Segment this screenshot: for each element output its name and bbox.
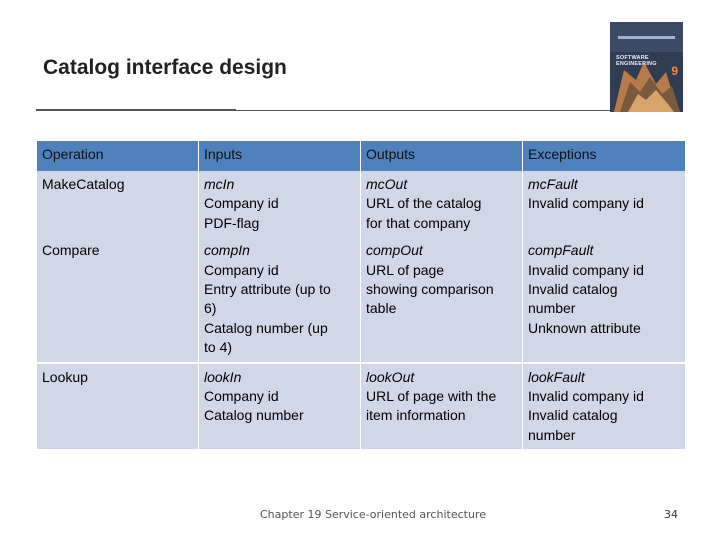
- exceptions-message-name: compFault: [528, 242, 594, 259]
- table-row-makecatalog: MakeCatalog mcIn Company id PDF-flag mcO…: [36, 171, 686, 238]
- exceptions-cell: compFault Invalid company id Invalid cat…: [522, 237, 686, 363]
- exceptions-cell: mcFault Invalid company id: [522, 171, 686, 238]
- exceptions-message-name: lookFault: [528, 368, 585, 385]
- table-header-row: Operation Inputs Outputs Exceptions: [36, 141, 686, 171]
- outputs-message-name: mcOut: [366, 176, 408, 192]
- outputs-line: showing comparison: [366, 281, 494, 298]
- title-underline-dark: [36, 109, 236, 111]
- inputs-line: 6): [204, 300, 217, 317]
- outputs-line: URL of page with the: [366, 388, 497, 405]
- exceptions-message-name: mcFault: [528, 176, 578, 192]
- exceptions-line: number: [528, 426, 576, 443]
- inputs-line: PDF-flag: [204, 214, 260, 231]
- inputs-line: Catalog number: [204, 407, 304, 424]
- outputs-message-name: compOut: [366, 242, 423, 259]
- header-inputs: Inputs: [198, 141, 361, 171]
- operation-name: Lookup: [42, 368, 88, 385]
- header-operation: Operation: [36, 141, 199, 171]
- exceptions-line: Invalid company id: [528, 388, 644, 405]
- exceptions-line: number: [528, 300, 576, 317]
- exceptions-line: Unknown attribute: [528, 319, 641, 336]
- title-underline-light: [236, 110, 612, 111]
- exceptions-cell: lookFault Invalid company id Invalid cat…: [522, 361, 686, 450]
- operation-name: Compare: [42, 242, 100, 259]
- inputs-message-name: lookIn: [204, 368, 242, 385]
- inputs-line: Company id: [204, 388, 279, 405]
- outputs-cell: compOut URL of page showing comparison t…: [360, 237, 523, 363]
- book-cover-art: [610, 22, 683, 112]
- exceptions-line: Invalid catalog: [528, 407, 618, 424]
- operation-name: MakeCatalog: [42, 176, 125, 192]
- inputs-line: Company id: [204, 195, 279, 212]
- operation-cell: Compare: [36, 237, 199, 363]
- outputs-line: URL of page: [366, 261, 445, 278]
- inputs-line: Catalog number (up: [204, 319, 328, 336]
- header-outputs: Outputs: [360, 141, 523, 171]
- inputs-message-name: compIn: [204, 242, 250, 259]
- operation-cell: MakeCatalog: [36, 171, 199, 238]
- inputs-cell: compIn Company id Entry attribute (up to…: [198, 237, 361, 363]
- catalog-interface-table: Operation Inputs Outputs Exceptions Make…: [36, 141, 686, 450]
- outputs-line: for that company: [366, 214, 471, 231]
- outputs-line: URL of the catalog: [366, 195, 482, 212]
- exceptions-line: Invalid company id: [528, 195, 644, 212]
- outputs-cell: mcOut URL of the catalog for that compan…: [360, 171, 523, 238]
- outputs-line: table: [366, 300, 397, 317]
- outputs-cell: lookOut URL of page with the item inform…: [360, 361, 523, 450]
- inputs-cell: lookIn Company id Catalog number: [198, 361, 361, 450]
- operation-cell: Lookup: [36, 361, 199, 450]
- outputs-message-name: lookOut: [366, 368, 415, 385]
- book-cover-title: SOFTWARE ENGINEERING: [616, 55, 657, 67]
- header-exceptions: Exceptions: [522, 141, 686, 171]
- exceptions-line: Invalid catalog: [528, 281, 618, 298]
- slide-title: Catalog interface design: [43, 56, 287, 79]
- inputs-message-name: mcIn: [204, 176, 235, 192]
- table-row-lookup: Lookup lookIn Company id Catalog number …: [36, 361, 686, 450]
- table-row-compare: Compare compIn Company id Entry attribut…: [36, 237, 686, 363]
- inputs-cell: mcIn Company id PDF-flag: [198, 171, 361, 238]
- exceptions-line: Invalid company id: [528, 261, 644, 278]
- outputs-line: item information: [366, 407, 466, 424]
- inputs-line: to 4): [204, 339, 233, 356]
- inputs-line: Company id: [204, 261, 279, 278]
- book-cover-image: SOFTWARE ENGINEERING 9: [610, 22, 683, 112]
- book-cover-edition: 9: [671, 64, 678, 78]
- inputs-line: Entry attribute (up to: [204, 281, 331, 298]
- page-number: 34: [664, 508, 678, 521]
- slide-footer: Chapter 19 Service-oriented architecture: [260, 508, 486, 521]
